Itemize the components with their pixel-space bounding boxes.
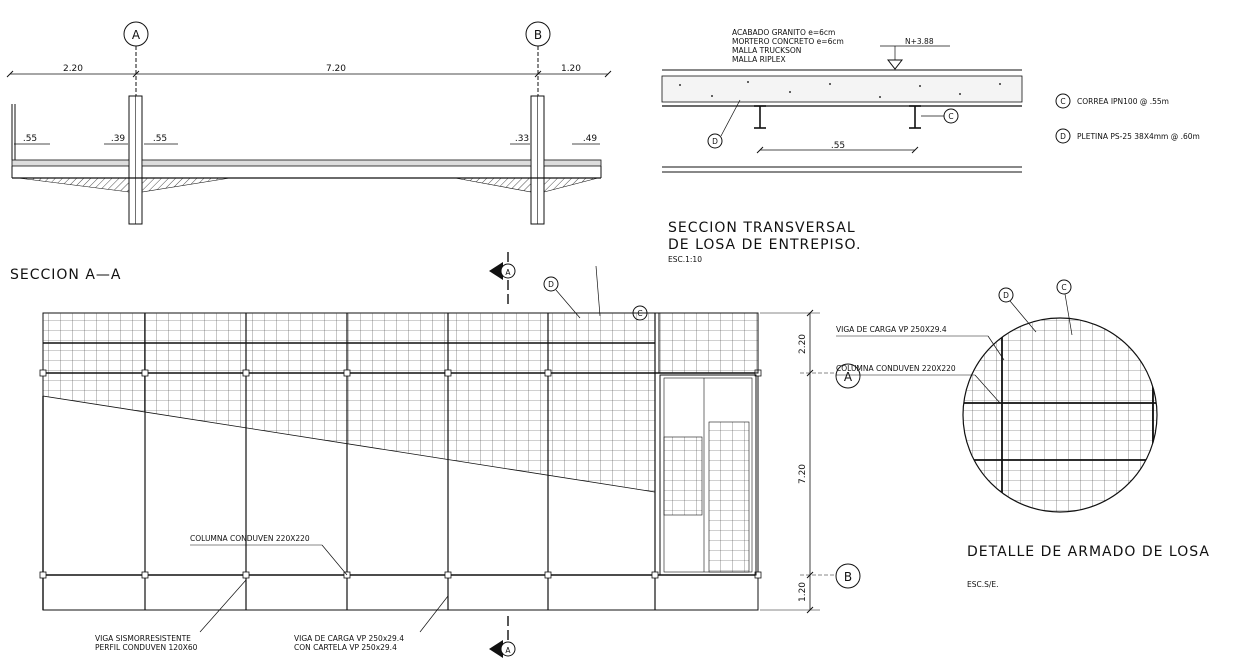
plan-axis-b bbox=[835, 563, 861, 589]
dim-mid: 7.20 bbox=[326, 64, 346, 74]
legend: C CORREA IPN100 @ .55m D PLETINA PS-25 3… bbox=[1055, 93, 1200, 144]
plan-dim-mid: 7.20 bbox=[798, 464, 808, 484]
plan-marker-d bbox=[543, 276, 559, 292]
plan-marker-c bbox=[632, 305, 648, 321]
plan-cut-a-bottom-label: A bbox=[505, 646, 511, 655]
dim-right: 1.20 bbox=[561, 64, 581, 74]
cross-scale: ESC.1:10 bbox=[668, 255, 702, 264]
cross-marker-d-label: D bbox=[712, 137, 718, 146]
axis-b-label: B bbox=[534, 28, 542, 42]
section-aa-drawing: A B 2.20 7.20 1.20 bbox=[6, 21, 612, 283]
sub-dim-1: .55 bbox=[23, 134, 37, 144]
detail-marker-c-label: C bbox=[1061, 283, 1066, 292]
detail-label-column: COLUMNA CONDUVEN 220X220 bbox=[836, 364, 956, 373]
dim-left: 2.20 bbox=[63, 64, 83, 74]
layer-1: ACABADO GRANITO e=6cm bbox=[732, 28, 835, 37]
axis-a-label: A bbox=[132, 28, 141, 42]
detail-label-beam: VIGA DE CARGA VP 250X29.4 bbox=[836, 325, 947, 334]
slab-detail: D C VIGA DE CARGA VP 250X29.4 COLUMNA CO… bbox=[836, 279, 1210, 589]
legend-d-text: PLETINA PS-25 38X4mm @ .60m bbox=[1077, 132, 1200, 141]
plan-label-seismic-1: VIGA SISMORRESISTENTE bbox=[95, 634, 191, 643]
layer-4: MALLA RIPLEX bbox=[732, 55, 786, 64]
detail-scale: ESC.S/E. bbox=[967, 580, 999, 589]
detail-marker-d-label: D bbox=[1003, 291, 1009, 300]
legend-c-tag: C bbox=[1060, 97, 1065, 106]
plan-dim-top: 2.20 bbox=[798, 334, 808, 354]
plan-marker-c-label: C bbox=[637, 309, 642, 318]
plan-cut-a-top-label: A bbox=[505, 268, 511, 277]
legend-d-bubble bbox=[1055, 128, 1071, 144]
sub-dim-5: .49 bbox=[583, 134, 598, 144]
legend-c-text: CORREA IPN100 @ .55m bbox=[1077, 97, 1169, 106]
detail-title: DETALLE DE ARMADO DE LOSA bbox=[967, 544, 1210, 560]
legend-c-bubble bbox=[1055, 93, 1071, 109]
level-mark: N+3.88 bbox=[905, 37, 934, 46]
plan-label-load-1: VIGA DE CARGA VP 250x29.4 bbox=[294, 634, 404, 643]
plan-cut-a-top bbox=[500, 263, 516, 279]
detail-marker-c bbox=[1056, 279, 1072, 295]
plan-axis-b-label: B bbox=[844, 570, 852, 584]
plan-dim-bottom: 1.20 bbox=[798, 582, 808, 602]
plan-label-seismic-2: PERFIL CONDUVEN 120X60 bbox=[95, 643, 198, 652]
sub-dim-4: .33 bbox=[515, 134, 529, 144]
cross-marker-c bbox=[943, 108, 959, 124]
plan-label-column: COLUMNA CONDUVEN 220X220 bbox=[190, 534, 310, 543]
layer-3: MALLA TRUCKSON bbox=[732, 46, 801, 55]
cross-title-1: SECCION TRANSVERSAL bbox=[668, 220, 856, 236]
floor-plan: A A D C COLUMNA CONDUVEN 220X220 VIGA SI… bbox=[39, 252, 861, 658]
legend-d-tag: D bbox=[1060, 132, 1066, 141]
plan-marker-d-label: D bbox=[548, 280, 554, 289]
sub-dim-3: .55 bbox=[153, 134, 167, 144]
section-aa-title: SECCION A—A bbox=[10, 267, 122, 283]
plan-label-load-2: CON CARTELA VP 250x29.4 bbox=[294, 643, 397, 652]
plan-cut-a-bottom bbox=[500, 641, 516, 657]
cross-marker-d bbox=[707, 133, 723, 149]
cross-spacing: .55 bbox=[831, 141, 845, 151]
plan-axis-a bbox=[835, 363, 861, 389]
cross-marker-c-label: C bbox=[948, 112, 953, 121]
plan-axis-a-label: A bbox=[844, 370, 853, 384]
cross-title-2: DE LOSA DE ENTREPISO. bbox=[668, 237, 861, 253]
sub-dim-2: .39 bbox=[111, 134, 126, 144]
cross-section-drawing: .55 ACABADO GRANITO e=6cm MORTERO CONCRE… bbox=[661, 28, 1023, 264]
layer-2: MORTERO CONCRETO e=6cm bbox=[732, 37, 844, 46]
detail-marker-d bbox=[998, 287, 1014, 303]
